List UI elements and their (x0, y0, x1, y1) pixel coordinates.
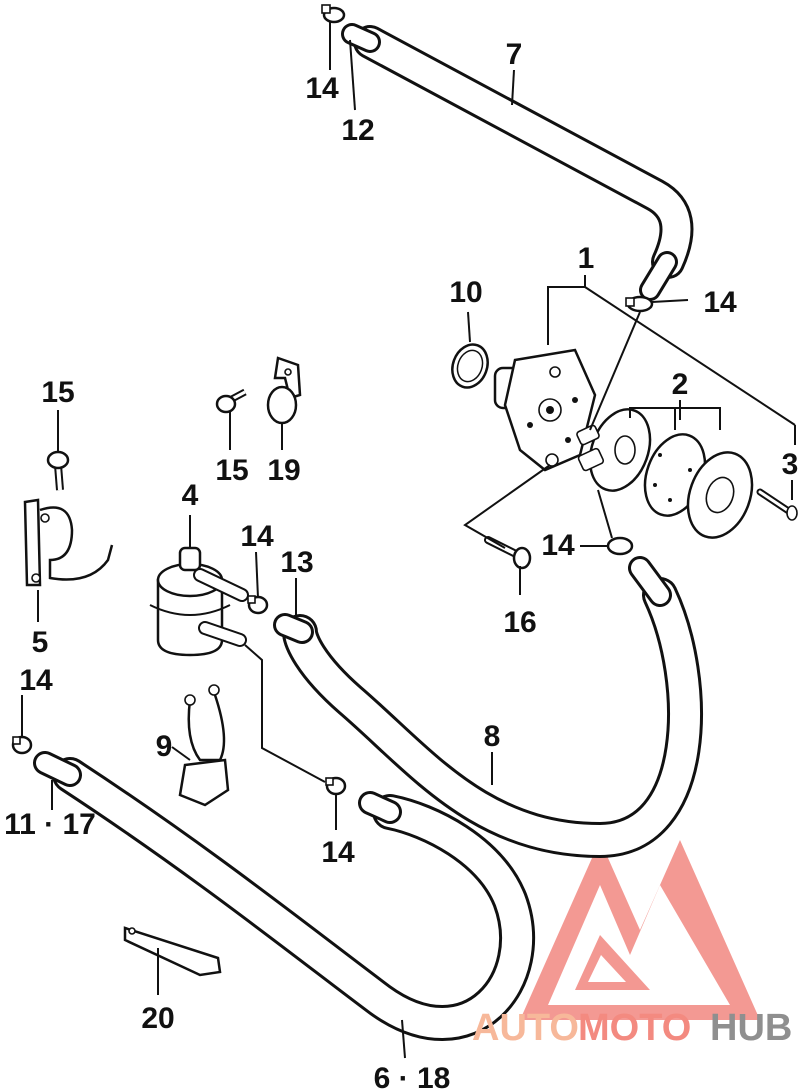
hose-clamp-part-14-left (11, 735, 33, 755)
hose-clamp-part-14-pump (625, 295, 654, 313)
bolt-part-15-center (215, 388, 247, 414)
callout-14-pump: 14 (703, 286, 737, 319)
bolt-part-16 (484, 536, 532, 570)
pump-diaphragm-part-2 (576, 408, 754, 539)
callout-8: 8 (484, 720, 501, 753)
hose-7 (341, 23, 694, 301)
callout-11-17: 11 · 17 (4, 808, 96, 841)
watermark-hub: HUB (710, 1007, 792, 1049)
callout-20: 20 (141, 1002, 174, 1035)
screw-part-3 (756, 488, 798, 521)
callout-14-pump-outlet: 14 (541, 529, 575, 562)
callout-labels: 1 2 3 4 5 6 · 18 7 8 9 10 11 · 17 12 13 … (4, 38, 798, 1090)
hose-clamp-part-14-middle (325, 776, 347, 796)
bolt-part-15-left (46, 450, 70, 491)
hose-6-18 (33, 751, 536, 1041)
hose-clamp-part-14-filter (247, 595, 269, 615)
callout-15-left: 15 (41, 376, 74, 409)
band-part-20 (123, 926, 222, 977)
callout-3: 3 (782, 448, 799, 481)
watermark-logo (520, 840, 760, 1020)
fuel-filter-part-4 (149, 546, 249, 657)
callout-7: 7 (506, 38, 523, 71)
o-ring-part-10 (451, 343, 489, 389)
clamp-part-19 (266, 356, 302, 425)
callout-14-top: 14 (305, 72, 339, 105)
callout-14-filter: 14 (240, 520, 274, 553)
leader-lines (21, 22, 796, 1059)
callout-10: 10 (449, 276, 482, 309)
watermark-auto: AUTO (472, 1007, 579, 1049)
hose-clamp-part-14-top (321, 4, 346, 24)
callout-14-left: 14 (19, 664, 53, 697)
bracket-part-5 (23, 498, 114, 587)
callout-5: 5 (32, 626, 49, 659)
callout-4: 4 (182, 479, 199, 512)
callout-19: 19 (267, 454, 300, 487)
callout-9: 9 (156, 730, 173, 763)
clip-part-9 (178, 684, 230, 807)
watermark-text: AUTO MOTO HUB (472, 1007, 792, 1049)
callout-13: 13 (280, 546, 313, 579)
callout-2: 2 (672, 368, 689, 401)
callout-1: 1 (578, 242, 595, 275)
callout-14-middle: 14 (321, 836, 355, 869)
watermark-moto: MOTO (578, 1007, 691, 1049)
callout-16: 16 (503, 606, 536, 639)
callout-6-18: 6 · 18 (374, 1062, 451, 1090)
callout-12: 12 (341, 114, 374, 147)
hose-8 (273, 556, 703, 858)
hose-clamp-part-14-pump-outlet (606, 536, 634, 556)
fuel-pump-body-part-1 (493, 348, 597, 472)
callout-15-center: 15 (215, 454, 248, 487)
